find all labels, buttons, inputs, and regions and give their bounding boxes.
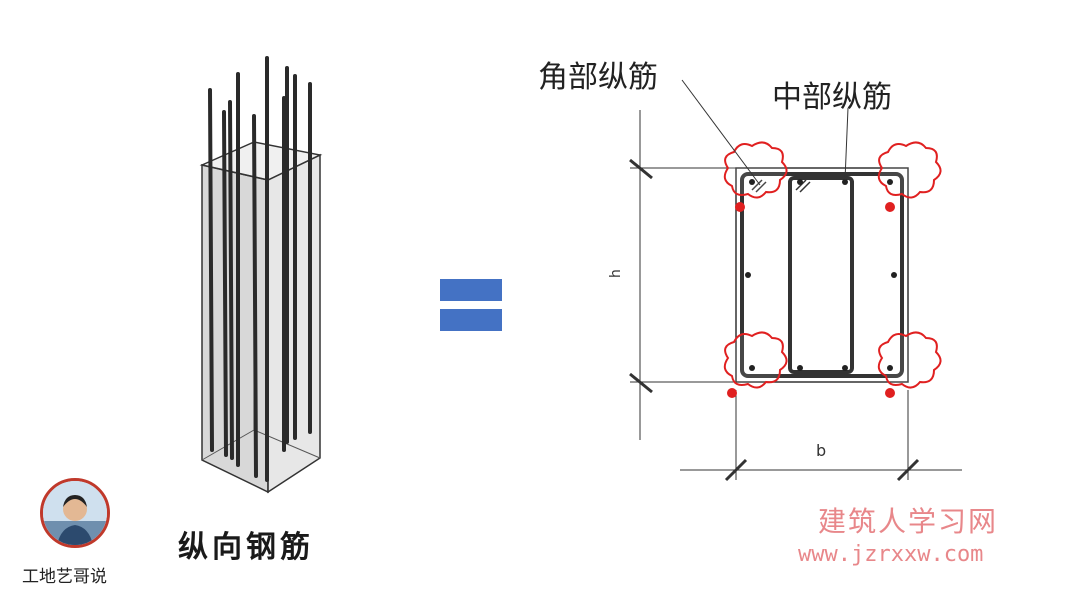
middle-rebars: [745, 179, 897, 371]
highlight-cloud: [877, 331, 942, 389]
person-icon: [43, 481, 107, 545]
height-dimension: [629, 110, 750, 440]
rebar-dot: [842, 365, 848, 371]
corner-rebar-dot: [885, 202, 895, 212]
rebar: [222, 110, 228, 457]
author-avatar: [40, 478, 110, 548]
highlight-cloud: [723, 331, 788, 389]
rebar: [252, 114, 258, 478]
corner-bar-leader: [681, 79, 761, 186]
section-outline: [735, 167, 909, 383]
corner-rebar-dot: [735, 202, 745, 212]
middle-bar-label: 中部纵筋: [772, 80, 892, 115]
longitudinal-rebars: [208, 56, 312, 482]
corner-rebar-dot: [727, 388, 737, 398]
corner-rebars: [727, 202, 895, 398]
inner-stirrup: [788, 176, 854, 374]
rebar-dot: [797, 365, 803, 371]
column-cross-section: h b: [608, 79, 962, 482]
watermark-site-name: 建筑人学习网: [818, 505, 999, 538]
corner-highlights: [723, 141, 942, 389]
stirrup-hooks: [751, 179, 811, 193]
rebar: [208, 88, 214, 452]
rebar-dot: [745, 272, 751, 278]
highlight-cloud: [877, 141, 942, 199]
rebar-dot: [797, 179, 803, 185]
rebar-dot: [842, 179, 848, 185]
height-label: h: [608, 269, 624, 278]
highlight-cloud: [723, 141, 788, 199]
column-3d-illustration: [199, 56, 323, 494]
rebar-dot: [891, 272, 897, 278]
corner-bar-label: 角部纵筋: [538, 60, 658, 95]
middle-bar-leader: [844, 107, 849, 181]
width-dimension: [680, 390, 962, 482]
equals-sign: [440, 279, 502, 331]
equals-bar-bottom: [440, 309, 502, 331]
outer-stirrup: [740, 172, 904, 378]
author-name: 工地艺哥说: [22, 567, 107, 587]
rebar: [228, 100, 234, 460]
column-caption: 纵向钢筋: [178, 530, 314, 565]
equals-bar-top: [440, 279, 502, 301]
width-label: b: [816, 441, 826, 460]
watermark-url: www.jzrxxw.com: [798, 542, 984, 567]
corner-rebar-dot: [885, 388, 895, 398]
